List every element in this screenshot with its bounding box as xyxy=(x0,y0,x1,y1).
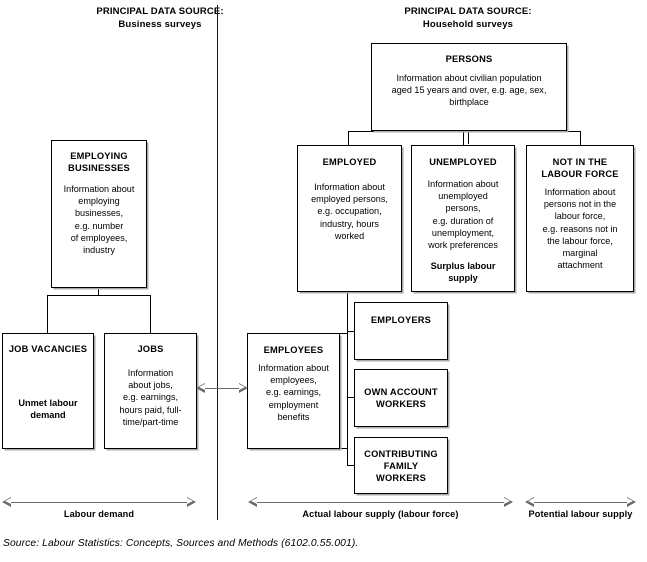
box-employees-body: Information about employees, e.g. earnin… xyxy=(258,363,329,422)
box-persons-body: Information about civilian population ag… xyxy=(391,73,547,108)
box-employed-body: Information about employed persons, e.g.… xyxy=(311,182,388,241)
scale-labour-demand: Labour demand xyxy=(2,496,196,522)
source-footnote: Source: Labour Statistics: Concepts, Sou… xyxy=(3,538,359,549)
box-job-vacancies-title: JOB VACANCIES xyxy=(8,344,88,354)
connector-persons-bus xyxy=(348,131,581,132)
double-arrow-line xyxy=(204,388,240,389)
box-jobs-body: Information about jobs, e.g. earnings, h… xyxy=(119,368,182,427)
scale-potential-labour-supply: Potential labour supply xyxy=(525,496,636,522)
connector-persons-drop xyxy=(468,130,469,144)
header-business-line2: Business surveys xyxy=(118,19,202,30)
box-not-in-the-labour-force[interactable]: NOT IN THE LABOUR FORCE Information abou… xyxy=(526,145,634,292)
scale-labour-demand-label: Labour demand xyxy=(63,509,135,519)
connector-employed-drop xyxy=(347,292,348,466)
connector-to-job-vacancies xyxy=(47,295,48,333)
box-employing-businesses[interactable]: EMPLOYING BUSINESSES Information about e… xyxy=(51,140,147,288)
box-employers-title: EMPLOYERS xyxy=(370,315,432,325)
box-job-vacancies[interactable]: JOB VACANCIES Unmet labour demand xyxy=(2,333,94,449)
box-own-account-workers[interactable]: OWN ACCOUNT WORKERS xyxy=(354,369,448,427)
box-employees-title: EMPLOYEES xyxy=(263,345,324,355)
box-jobs-title: JOBS xyxy=(137,344,164,354)
box-not-in-the-labour-force-body: Information about persons not in the lab… xyxy=(542,187,618,271)
scale-actual-labour-supply-label: Actual labour supply (labour force) xyxy=(302,509,459,519)
box-employing-businesses-body: Information about employing businesses, … xyxy=(63,184,135,256)
scale-actual-labour-supply: Actual labour supply (labour force) xyxy=(248,496,513,522)
arrowhead-right-icon xyxy=(187,496,196,507)
box-persons-title: PERSONS xyxy=(445,54,493,64)
scale-labour-demand-line xyxy=(8,502,190,503)
box-employed-title: EMPLOYED xyxy=(322,157,377,167)
box-employers[interactable]: EMPLOYERS xyxy=(354,302,448,360)
arrowhead-right-icon xyxy=(627,496,636,507)
arrowhead-left-icon xyxy=(196,382,205,393)
connector-employers-stub xyxy=(347,331,354,332)
arrowhead-left-icon xyxy=(248,496,257,507)
arrowhead-left-icon xyxy=(525,496,534,507)
arrowhead-right-icon xyxy=(504,496,513,507)
scale-potential-labour-supply-label: Potential labour supply xyxy=(528,509,633,519)
scale-potential-labour-supply-line xyxy=(531,502,630,503)
box-unemployed-title: UNEMPLOYED xyxy=(429,157,497,167)
connector-employing-drop xyxy=(98,287,99,296)
connector-own-account-stub xyxy=(347,397,354,398)
connector-employing-bus xyxy=(47,295,151,296)
box-persons[interactable]: PERSONS Information about civilian popul… xyxy=(371,43,567,131)
arrowhead-left-icon xyxy=(2,496,11,507)
box-contributing-family-workers[interactable]: CONTRIBUTING FAMILY WORKERS xyxy=(354,437,448,494)
connector-employees-stub-bottom xyxy=(339,448,348,449)
box-job-vacancies-subnote: Unmet labour demand xyxy=(18,398,78,421)
box-unemployed-subnote: Surplus labour supply xyxy=(430,261,496,284)
arrowhead-right-icon xyxy=(239,382,248,393)
box-contributing-family-workers-title: CONTRIBUTING FAMILY WORKERS xyxy=(364,449,438,483)
connector-contributing-stub xyxy=(347,465,354,466)
header-business-line1: PRINCIPAL DATA SOURCE: xyxy=(96,6,224,17)
header-household-line2: Household surveys xyxy=(422,19,514,30)
double-arrow-jobs-employees xyxy=(196,382,248,395)
box-not-in-the-labour-force-title: NOT IN THE LABOUR FORCE xyxy=(541,157,619,179)
header-household-surveys: PRINCIPAL DATA SOURCE: Household surveys xyxy=(343,5,593,31)
connector-to-jobs xyxy=(150,295,151,333)
box-employed[interactable]: EMPLOYED Information about employed pers… xyxy=(297,145,402,292)
box-employees[interactable]: EMPLOYEES Information about employees, e… xyxy=(247,333,340,449)
connector-to-not-in-labour-force xyxy=(580,131,581,145)
header-business-surveys: PRINCIPAL DATA SOURCE: Business surveys xyxy=(35,5,285,31)
connector-employees-stub xyxy=(339,333,348,334)
box-unemployed-body: Information about unemployed persons, e.… xyxy=(427,179,499,251)
connector-to-unemployed xyxy=(463,131,464,145)
connector-to-employed xyxy=(348,131,349,145)
scale-actual-labour-supply-line xyxy=(254,502,507,503)
box-jobs[interactable]: JOBS Information about jobs, e.g. earnin… xyxy=(104,333,197,449)
box-employing-businesses-title: EMPLOYING BUSINESSES xyxy=(68,151,130,173)
header-household-line1: PRINCIPAL DATA SOURCE: xyxy=(404,6,532,17)
section-divider xyxy=(217,5,218,520)
box-unemployed[interactable]: UNEMPLOYED Information about unemployed … xyxy=(411,145,515,292)
box-own-account-workers-title: OWN ACCOUNT WORKERS xyxy=(364,387,438,409)
